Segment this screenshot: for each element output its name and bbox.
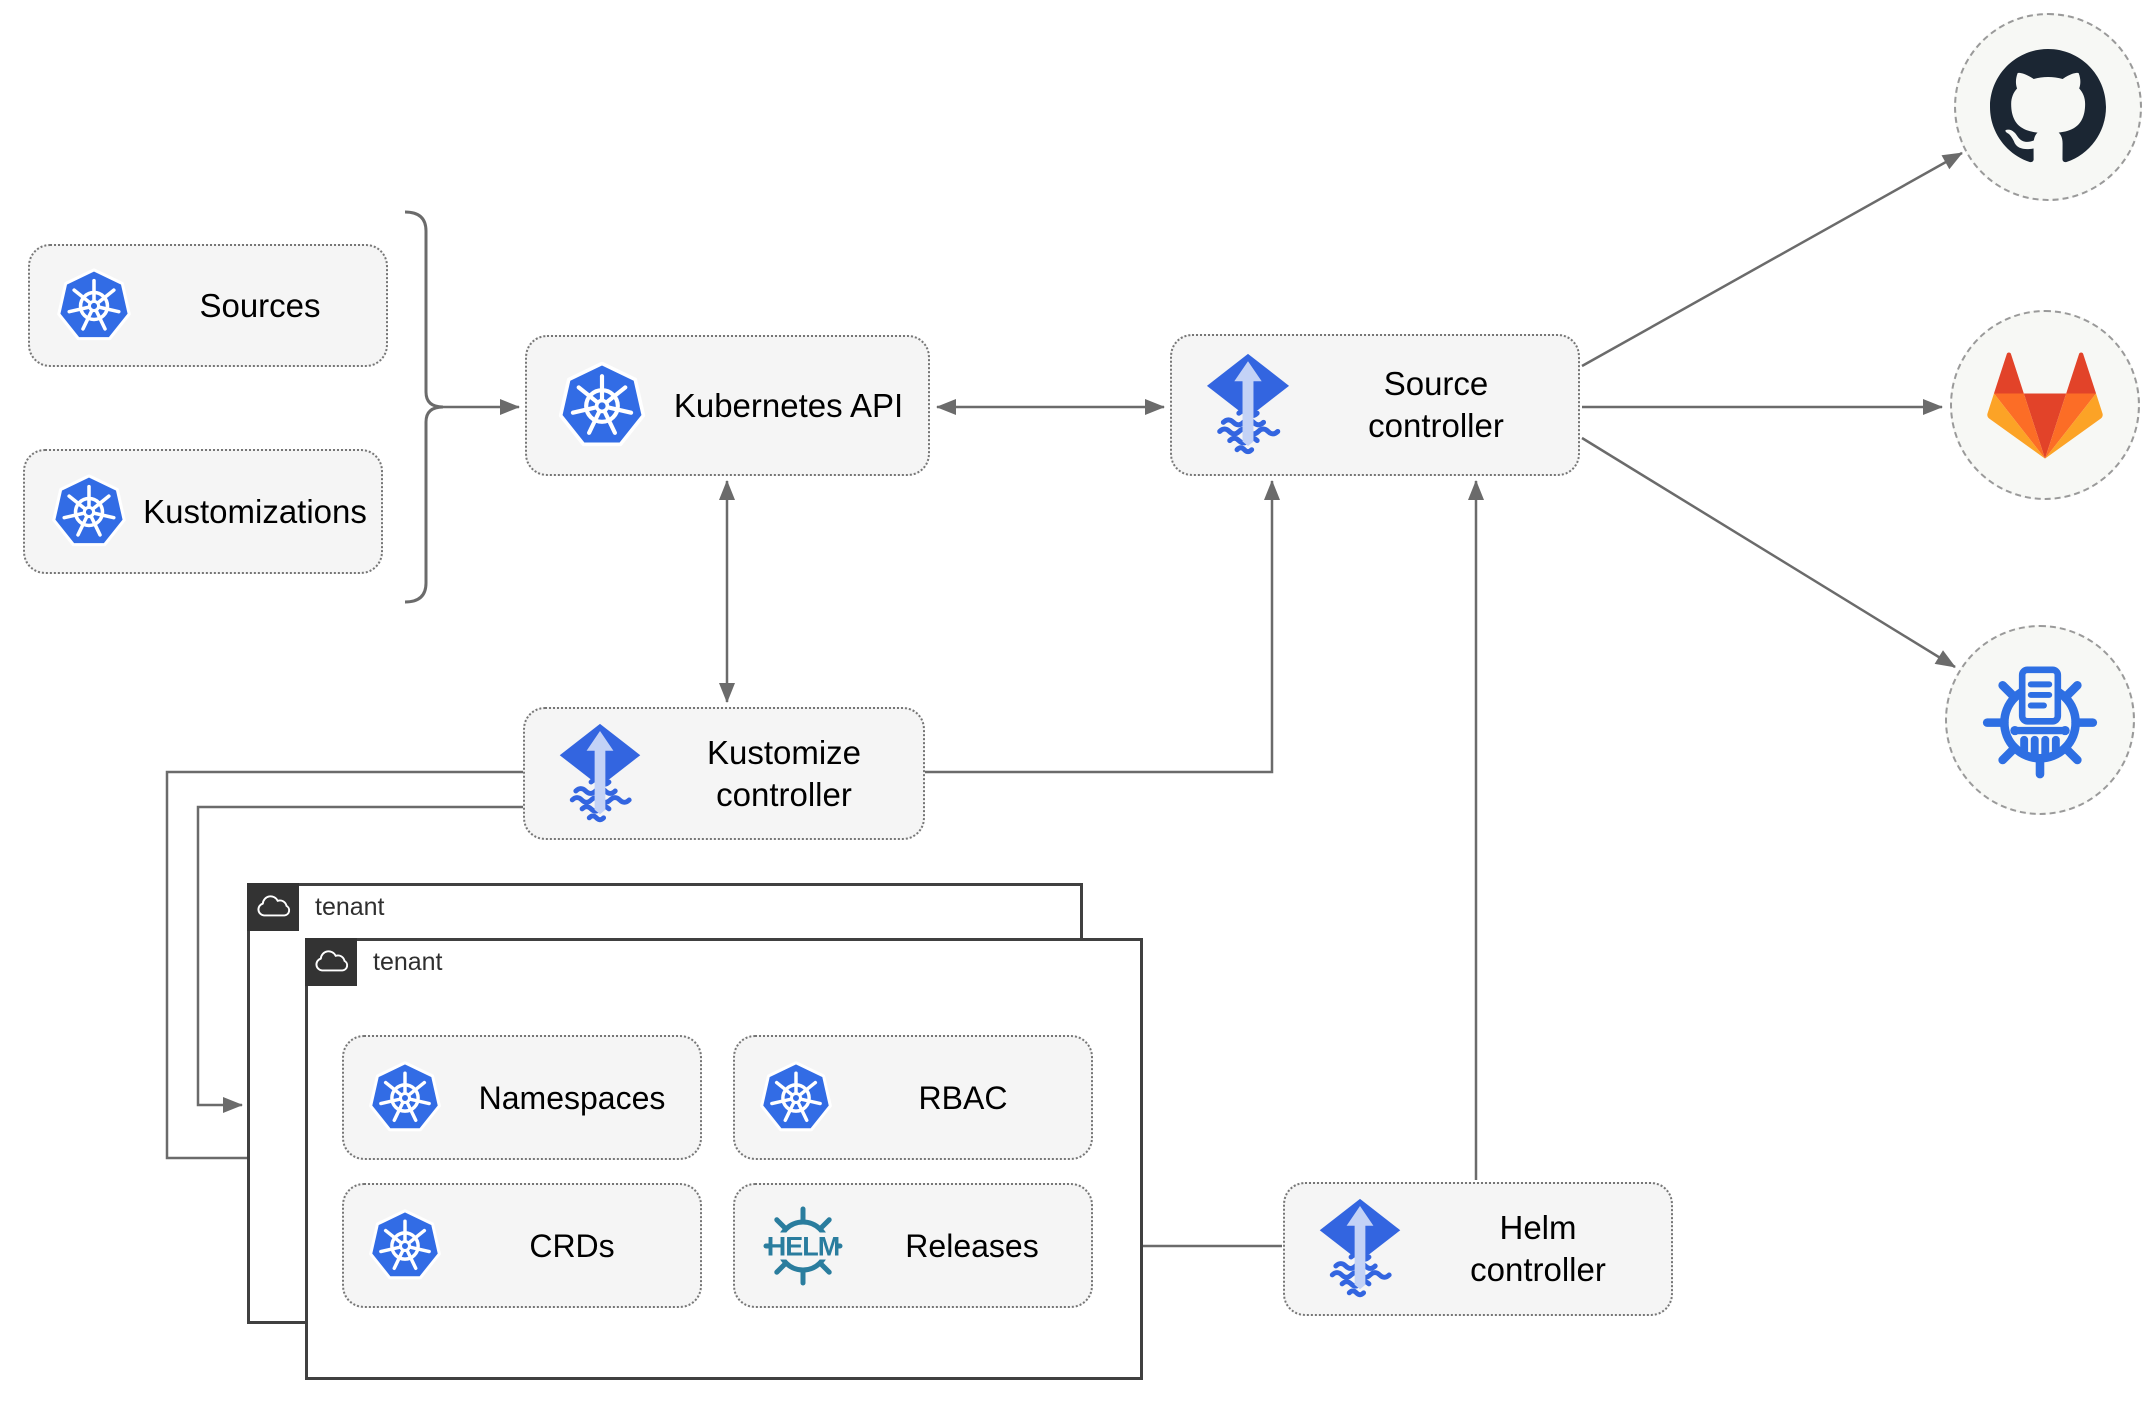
helm-icon: HELM (753, 1196, 853, 1296)
gitlab-target (1950, 310, 2140, 500)
kubernetes-icon (366, 1207, 444, 1285)
node-helm-controller: Helm controller (1283, 1182, 1673, 1316)
node-kustomizations: Kustomizations (23, 449, 383, 574)
node-label: CRDs (529, 1227, 615, 1264)
kubernetes-icon (555, 359, 649, 453)
node-label: Releases (905, 1227, 1039, 1264)
tenant-label: tenant (373, 947, 443, 976)
github-icon (1990, 49, 2106, 165)
tenant-label: tenant (315, 892, 385, 921)
node-rbac: RBAC (733, 1035, 1093, 1160)
node-label: Kustomize controller (706, 733, 862, 813)
kubernetes-icon (54, 266, 134, 346)
node-source-controller: Source controller (1170, 334, 1580, 476)
node-crds: CRDs (342, 1183, 702, 1308)
flux-icon (555, 723, 645, 825)
edge-sourcectrl-chartmuseum (1581, 436, 1956, 669)
node-label: Helm controller (1470, 1209, 1606, 1288)
node-label: Sources (199, 286, 321, 324)
gitlab-icon (1984, 344, 2106, 466)
cloud-icon (305, 938, 357, 986)
node-label: Kubernetes API (673, 386, 904, 424)
flux-icon (1202, 353, 1294, 457)
node-sources: Sources (28, 244, 388, 367)
kubernetes-icon (49, 472, 129, 552)
node-label: Namespaces (478, 1079, 666, 1116)
edge-kustomizectrl-sourcectrl (925, 480, 1280, 774)
node-kustomize-controller: Kustomize controller (523, 707, 925, 840)
node-namespaces: Namespaces (342, 1035, 702, 1160)
node-label: RBAC (918, 1079, 1008, 1116)
kubernetes-icon (366, 1059, 444, 1137)
chartmuseum-icon (1974, 654, 2106, 786)
github-target (1954, 13, 2142, 201)
chart-repository-target (1945, 625, 2135, 815)
node-label: Source controller (1368, 365, 1504, 444)
helm-logo-text: HELM (767, 1231, 840, 1261)
cloud-icon (247, 883, 299, 931)
node-label: Kustomizations (143, 492, 367, 530)
node-releases: HELM Releases (733, 1183, 1093, 1308)
bracket-sources-group (404, 210, 444, 604)
node-kubernetes-api: Kubernetes API (525, 335, 930, 476)
kubernetes-icon (757, 1059, 835, 1137)
flux-icon (1315, 1198, 1405, 1300)
edge-sourcectrl-github (1581, 151, 1963, 368)
